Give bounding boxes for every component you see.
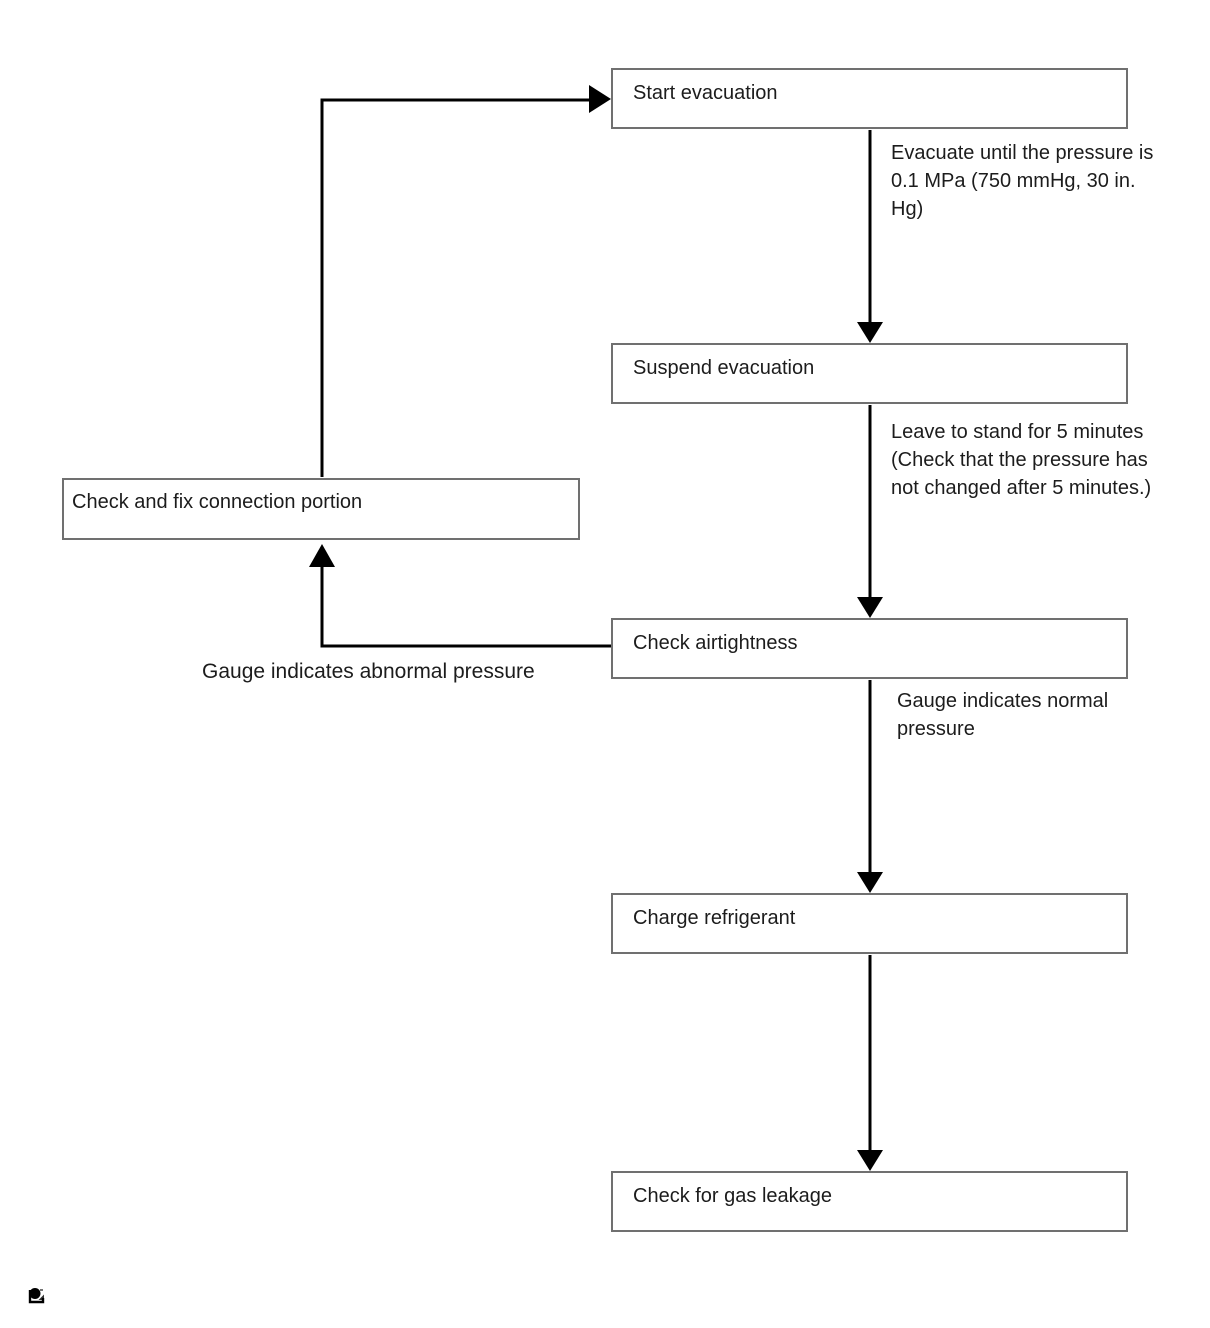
flow-box-check-airtightness: Check airtightness bbox=[611, 618, 1128, 679]
arrow-suspend-to-airtightness bbox=[857, 405, 883, 618]
annotation-line: not changed after 5 minutes.) bbox=[891, 477, 1152, 499]
flow-box-label: Check and fix connection portion bbox=[72, 491, 363, 513]
arrow-charge-to-leakage bbox=[857, 955, 883, 1171]
flow-box-start-evacuation: Start evacuation bbox=[611, 68, 1128, 129]
flow-box-label: Check airtightness bbox=[633, 632, 798, 654]
flow-box-suspend-evacuation: Suspend evacuation bbox=[611, 343, 1128, 404]
image-placeholder-icon bbox=[28, 1288, 45, 1304]
annotation-evacuate-pressure: Evacuate until the pressure is 0.1 MPa (… bbox=[891, 139, 1153, 223]
annotation-line: 0.1 MPa (750 mmHg, 30 in. bbox=[891, 170, 1136, 192]
flow-box-label: Start evacuation bbox=[633, 82, 778, 104]
annotation-line: pressure bbox=[897, 718, 975, 740]
annotation-gauge-abnormal: Gauge indicates abnormal pressure bbox=[202, 658, 535, 686]
annotation-line: (Check that the pressure has bbox=[891, 449, 1148, 471]
annotation-line: Gauge indicates abnormal pressure bbox=[202, 660, 535, 683]
arrow-airtightness-to-charge bbox=[857, 680, 883, 893]
arrow-fix-to-start bbox=[320, 85, 611, 477]
flow-box-label: Check for gas leakage bbox=[633, 1185, 833, 1207]
flow-box-check-fix-connection: Check and fix connection portion bbox=[62, 478, 580, 540]
flow-box-check-gas-leakage: Check for gas leakage bbox=[611, 1171, 1128, 1232]
arrow-start-to-suspend bbox=[857, 130, 883, 343]
annotation-line: Hg) bbox=[891, 198, 924, 220]
flow-box-label: Suspend evacuation bbox=[633, 357, 815, 379]
annotation-line: Gauge indicates normal bbox=[897, 690, 1109, 712]
annotation-leave-to-stand: Leave to stand for 5 minutes (Check that… bbox=[891, 418, 1151, 502]
annotation-gauge-normal: Gauge indicates normal pressure bbox=[897, 687, 1108, 743]
flow-box-charge-refrigerant: Charge refrigerant bbox=[611, 893, 1128, 954]
annotation-line: Evacuate until the pressure is bbox=[891, 142, 1154, 164]
arrow-airtightness-to-fix bbox=[309, 544, 611, 648]
flow-box-label: Charge refrigerant bbox=[633, 907, 796, 929]
annotation-line: Leave to stand for 5 minutes bbox=[891, 421, 1144, 443]
